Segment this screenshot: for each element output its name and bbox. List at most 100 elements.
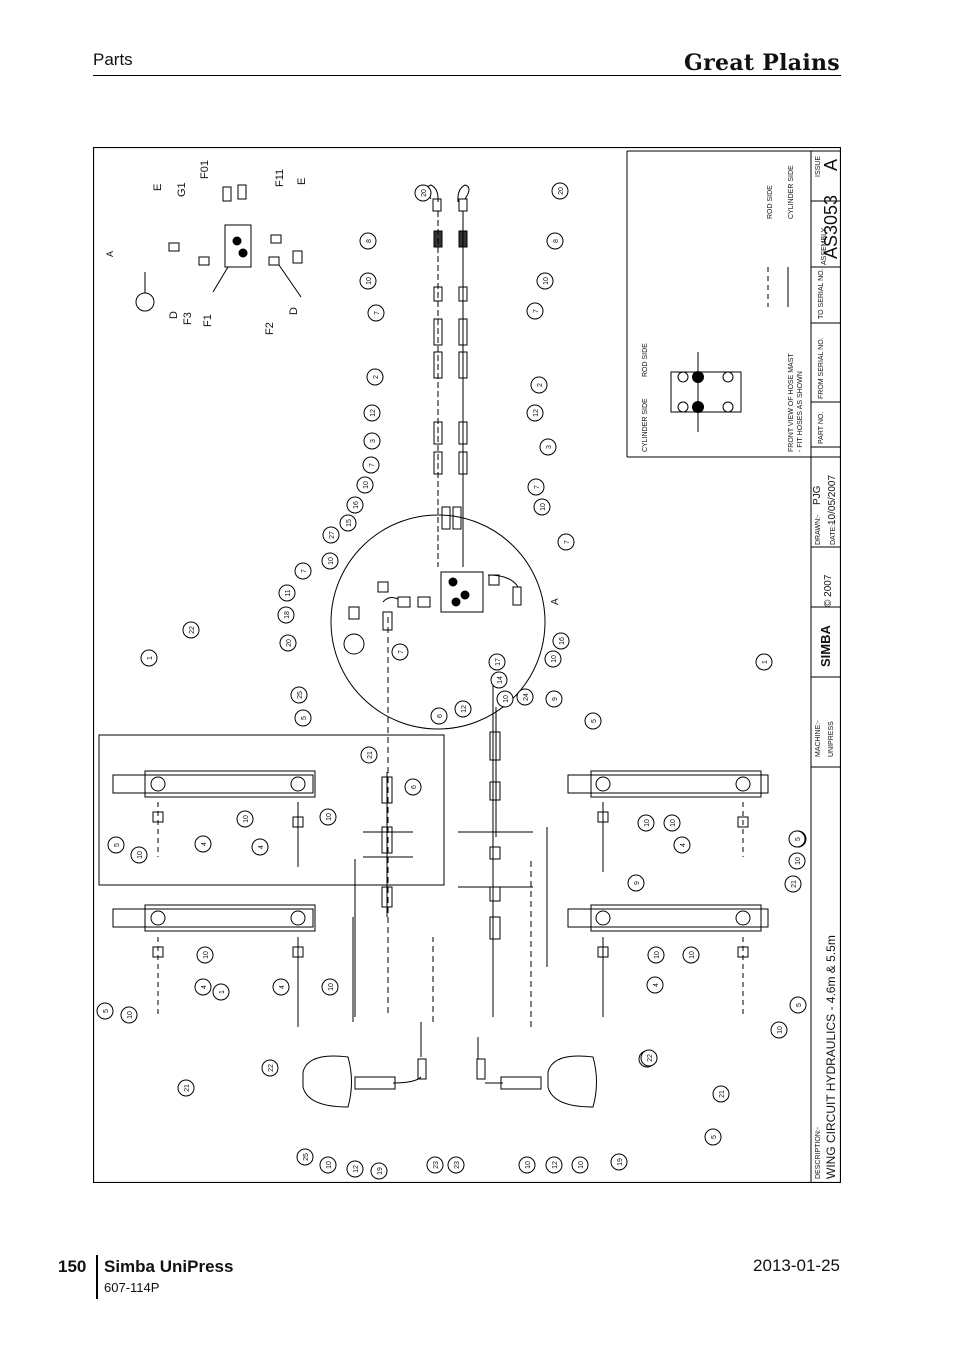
accumulators xyxy=(302,1022,597,1108)
callout-label: 3 xyxy=(370,439,377,443)
callout-bubble xyxy=(584,712,602,730)
callout-bubble xyxy=(366,368,384,386)
callout-bubble xyxy=(212,983,230,1001)
callout-label: 6 xyxy=(411,785,418,789)
date-value: 10/05/2007 xyxy=(827,475,838,525)
callout-label: 9 xyxy=(634,881,641,885)
callout-label: 10 xyxy=(644,819,651,827)
callout-label: 4 xyxy=(279,985,286,989)
callout-label: 1 xyxy=(219,990,226,994)
date-label: DATE:- xyxy=(830,522,837,545)
callout-bubble xyxy=(426,1156,444,1174)
drawn-label: DRAWN:- xyxy=(815,514,822,545)
footer-title: Simba UniPress xyxy=(104,1257,234,1276)
callout-label: 5 xyxy=(711,1135,718,1139)
footer-code: 607-114P xyxy=(104,1280,160,1295)
callout-label: 10 xyxy=(551,655,558,663)
callout-bubble xyxy=(673,836,691,854)
callout-bubble xyxy=(646,976,664,994)
detail-a-top xyxy=(135,184,303,312)
callout-label: 25 xyxy=(297,691,304,699)
callout-bubble xyxy=(370,1162,388,1180)
callout-bubble xyxy=(788,852,806,870)
callout-bubble xyxy=(536,272,554,290)
callout-label: 12 xyxy=(370,409,377,417)
callout-label: 4 xyxy=(258,845,265,849)
callout-label: 10 xyxy=(525,1161,532,1169)
machine-label: MACHINE:- xyxy=(815,720,822,757)
callout-bubble xyxy=(236,810,254,828)
callout-bubble xyxy=(130,846,148,864)
callout-label: 4 xyxy=(653,983,660,987)
footer-divider xyxy=(96,1255,98,1299)
callout-label: 12 xyxy=(353,1165,360,1173)
callout-label: 10 xyxy=(328,983,335,991)
cylinder-side-label: CYLINDER SIDE xyxy=(642,398,649,452)
callout-label: 10 xyxy=(127,1011,134,1019)
callout-bubble xyxy=(391,643,409,661)
callout-label: 7 xyxy=(564,540,571,544)
callout-label: 21 xyxy=(367,751,374,759)
callout-bubble xyxy=(346,496,364,514)
callout-bubble xyxy=(140,649,158,667)
description-label: DESCRIPTION:- xyxy=(815,1126,822,1179)
callout-bubble xyxy=(360,746,378,764)
drawn-value: PJG xyxy=(812,485,823,505)
callout-label: 23 xyxy=(454,1161,461,1169)
detail-a-center-label: A xyxy=(550,598,561,605)
callout-bubble xyxy=(414,184,432,202)
legend-cylinder-side: CYLINDER SIDE xyxy=(788,165,795,219)
callout-label: 10 xyxy=(540,503,547,511)
callout-bubble xyxy=(194,835,212,853)
callout-label: 11 xyxy=(285,589,292,596)
callout-bubble xyxy=(177,1079,195,1097)
callout-bubble xyxy=(319,808,337,826)
callout-bubble xyxy=(647,946,665,964)
callout-label: 10 xyxy=(203,951,210,959)
callout-bubble xyxy=(319,1156,337,1174)
callout-bubble xyxy=(545,690,563,708)
callout-bubble xyxy=(682,946,700,964)
callout-bubble xyxy=(251,838,269,856)
title-block: ASSEMBLY AS3053 ISSUE A TO SERIAL NO. FR… xyxy=(626,150,841,1182)
callout-label: 16 xyxy=(559,637,566,645)
callout-label: 8 xyxy=(553,239,560,243)
callout-label: 14 xyxy=(497,676,504,684)
callout-bubble xyxy=(261,1059,279,1077)
callout-bubble xyxy=(321,552,339,570)
callout-label: 23 xyxy=(433,1161,440,1169)
detail-a-top-label: A xyxy=(105,251,115,257)
callout-label: 10 xyxy=(243,815,250,823)
callout-bubble xyxy=(551,182,569,200)
callout-label: 6 xyxy=(437,714,444,718)
hose-pairs xyxy=(426,184,470,567)
part-no-label: PART NO. xyxy=(818,412,825,444)
callout-bubble xyxy=(296,1148,314,1166)
callout-bubble xyxy=(637,814,655,832)
brand-logo: Great Plains xyxy=(684,50,840,76)
callout-label: 21 xyxy=(719,1090,726,1098)
callout-label: 10 xyxy=(654,951,661,959)
issue-value: A xyxy=(821,159,841,171)
callout-label: 8 xyxy=(366,239,373,243)
callout-label: 10 xyxy=(326,1161,333,1169)
callout-group: 2081072123710161527107111820208107212371… xyxy=(96,182,807,1180)
callout-label: 10 xyxy=(326,813,333,821)
callout-label: 7 xyxy=(374,311,381,315)
label-f11: F11 xyxy=(274,169,286,187)
callout-bubble xyxy=(454,700,472,718)
callout-label: 7 xyxy=(398,650,405,654)
callout-label: 22 xyxy=(189,626,196,634)
hydraulic-drawing: ASSEMBLY AS3053 ISSUE A TO SERIAL NO. FR… xyxy=(93,147,841,1183)
assembly-label: ASSEMBLY xyxy=(821,227,828,265)
callout-bubble xyxy=(322,526,340,544)
callout-bubble xyxy=(557,533,575,551)
callout-label: 18 xyxy=(284,611,291,619)
callout-label: 5 xyxy=(103,1009,110,1013)
callout-label: 10 xyxy=(795,857,802,865)
label-e2: E xyxy=(296,178,308,185)
callout-bubble xyxy=(544,650,562,668)
callout-label: 1 xyxy=(147,656,154,660)
callout-label: 20 xyxy=(286,639,293,647)
callout-label: 12 xyxy=(461,705,468,713)
